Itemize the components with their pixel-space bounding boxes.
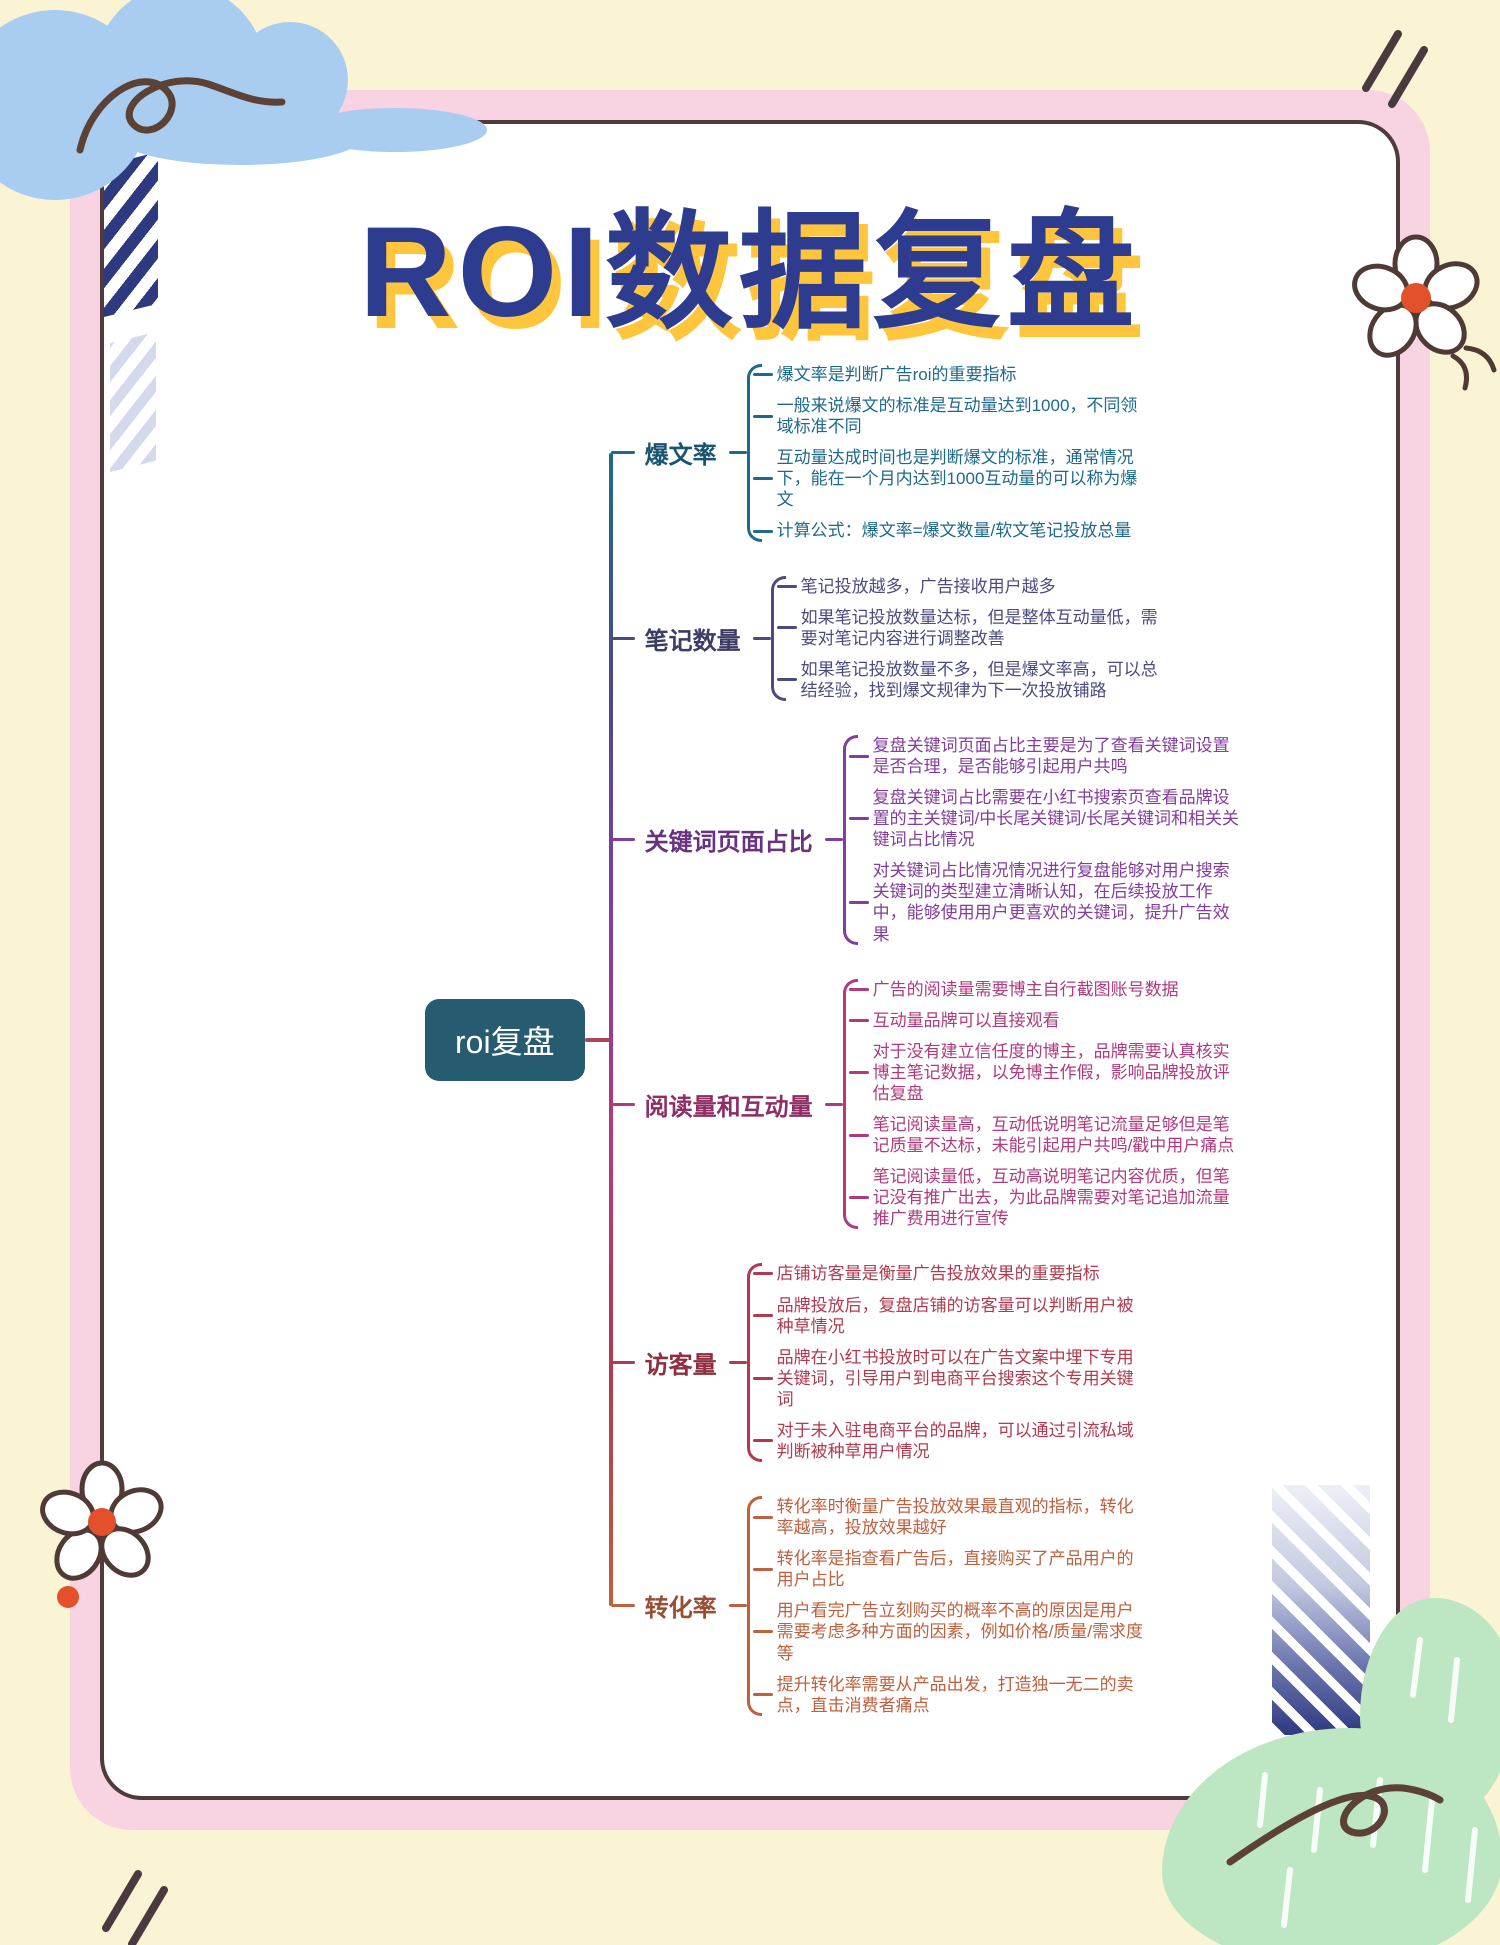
branch-label: 阅读量和互动量	[644, 1093, 813, 1121]
mindmap-item: 对关键词占比情况情况进行复盘能够对用户搜索关键词的类型建立清晰认知，在后续投放工…	[848, 860, 1245, 944]
mindmap-item: 转化率时衡量广告投放效果最直观的指标，转化率越高，投放效果越好	[752, 1496, 1149, 1538]
poster-frame-inner	[100, 120, 1400, 1800]
mindmap-item: 互动量品牌可以直接观看	[848, 1010, 1245, 1031]
diagonal-stripes-gradient-decoration	[1272, 1485, 1370, 1735]
branch-label: 访客量	[644, 1352, 717, 1380]
scribble-icon	[76, 77, 286, 154]
mindmap-branch: 访客量 店铺访客量是衡量广告投放效果的重要指标品牌投放后，复盘店铺的访客量可以判断…	[610, 1257, 1245, 1468]
branch-connector-line	[610, 1102, 635, 1106]
page-title: ROI数据复盘	[359, 201, 1141, 344]
mindmap-item: 用户看完广告立刻购买的概率不高的原因是用户需要考虑多种方面的因素，例如价格/质量…	[752, 1600, 1149, 1663]
flower-icon	[40, 1460, 164, 1608]
mindmap-branch: 转化率 转化率时衡量广告投放效果最直观的指标，转化率越高，投放效果越好转化率是指查…	[610, 1490, 1245, 1722]
branch-items: 笔记投放越多，广告接收用户越多如果笔记投放数量达标，但是整体互动量低，需要对笔记…	[770, 570, 1173, 707]
branch-connector-line	[610, 838, 635, 842]
mindmap-item: 对于未入驻电商平台的品牌，可以通过引流私域判断被种草用户情况	[752, 1420, 1149, 1462]
mindmap-item: 对于没有建立信任度的博主，品牌需要认真核实博主笔记数据，以免博主作假，影响品牌投…	[848, 1041, 1245, 1104]
mindmap-item: 品牌投放后，复盘店铺的访客量可以判断用户被种草情况	[752, 1295, 1149, 1337]
mindmap-branch: 爆文率 爆文率是判断广告roi的重要指标一般来说爆文的标准是互动量达到1000，不…	[610, 358, 1245, 548]
mindmap-item: 一般来说爆文的标准是互动量达到1000，不同领域标准不同	[752, 395, 1149, 437]
mindmap-item: 互动量达成时间也是判断爆文的标准，通常情况下，能在一个月内达到1000互动量的可…	[752, 447, 1149, 510]
diagonal-stripes-light-decoration	[110, 332, 156, 472]
mindmap-item: 笔记投放越多，广告接收用户越多	[776, 576, 1173, 597]
branch-connector-line	[752, 636, 771, 640]
branch-items: 转化率时衡量广告投放效果最直观的指标，转化率越高，投放效果越好转化率是指查看广告…	[746, 1490, 1149, 1722]
branch-label: 关键词页面占比	[644, 829, 813, 857]
branch-connector-line	[610, 636, 635, 640]
mindmap-item: 笔记阅读量高，互动低说明笔记流量足够但是笔记质量不达标，未能引起用户共鸣/戳中用…	[848, 1114, 1245, 1156]
mindmap-item: 品牌在小红书投放时可以在广告文案中埋下专用关键词，引导用户到电商平台搜索这个专用…	[752, 1347, 1149, 1410]
cloud-icon	[0, 0, 487, 200]
branch-items: 广告的阅读量需要博主自行截图账号数据互动量品牌可以直接观看对于没有建立信任度的博…	[842, 973, 1245, 1236]
branch-connector-line	[610, 1604, 635, 1608]
branch-label: 转化率	[644, 1595, 717, 1623]
mindmap-item: 如果笔记投放数量达标，但是整体互动量低，需要对笔记内容进行调整改善	[776, 607, 1173, 649]
branch-items: 爆文率是判断广告roi的重要指标一般来说爆文的标准是互动量达到1000，不同领域…	[746, 358, 1149, 548]
branch-items: 复盘关键词页面占比主要是为了查看关键词设置是否合理，是否能够引起用户共鸣复盘关键…	[842, 729, 1245, 951]
mindmap-item: 提升转化率需要从产品出发，打造独一无二的卖点，直击消费者痛点	[752, 1674, 1149, 1716]
mindmap-branch: 阅读量和互动量 广告的阅读量需要博主自行截图账号数据互动量品牌可以直接观看对于没有…	[610, 973, 1245, 1236]
slash-marks-icon	[1362, 30, 1428, 108]
branch-connector-line	[610, 1361, 635, 1365]
root-connector-line	[584, 1037, 611, 1042]
mindmap: roi复盘 爆文率 爆文率是判断广告roi的重要指标一般来说爆文的标准是互动量达到…	[425, 358, 1245, 1722]
slash-marks-icon	[102, 1870, 168, 1945]
branch-label: 爆文率	[644, 442, 717, 470]
flower-icon	[1352, 234, 1497, 391]
scribble-icon	[1226, 1784, 1444, 1866]
branch-connector-line	[610, 451, 635, 455]
mindmap-item: 如果笔记投放数量不多，但是爆文率高，可以总结经验，找到爆文规律为下一次投放铺路	[776, 659, 1173, 701]
branch-connector-line	[824, 1102, 843, 1106]
branch-connector-line	[728, 451, 747, 455]
branch-connector-line	[728, 1604, 747, 1608]
mindmap-branch: 笔记数量 笔记投放越多，广告接收用户越多如果笔记投放数量达标，但是整体互动量低，需…	[610, 570, 1245, 707]
branch-label: 笔记数量	[644, 627, 741, 655]
mindmap-item: 复盘关键词占比需要在小红书搜索页查看品牌设置的主关键词/中长尾关键词/长尾关键词…	[848, 787, 1245, 850]
mindmap-item: 爆文率是判断广告roi的重要指标	[752, 364, 1149, 385]
branch-connector-line	[728, 1361, 747, 1365]
mindmap-item: 计算公式：爆文率=爆文数量/软文笔记投放总量	[752, 520, 1149, 541]
mindmap-item: 店铺访客量是衡量广告投放效果的重要指标	[752, 1263, 1149, 1284]
mindmap-item: 广告的阅读量需要博主自行截图账号数据	[848, 979, 1245, 1000]
mindmap-item: 转化率是指查看广告后，直接购买了产品用户的用户占比	[752, 1548, 1149, 1590]
mindmap-branch: 关键词页面占比 复盘关键词页面占比主要是为了查看关键词设置是否合理，是否能够引起用…	[610, 729, 1245, 951]
branch-connector-line	[824, 838, 843, 842]
root-node: roi复盘	[425, 998, 585, 1081]
mindmap-spine	[608, 452, 613, 1606]
branch-items: 店铺访客量是衡量广告投放效果的重要指标品牌投放后，复盘店铺的访客量可以判断用户被…	[746, 1257, 1149, 1468]
mindmap-item: 笔记阅读量低，互动高说明笔记内容优质，但笔记没有推广出去，为此品牌需要对笔记追加…	[848, 1166, 1245, 1229]
mindmap-branches: 爆文率 爆文率是判断广告roi的重要指标一般来说爆文的标准是互动量达到1000，不…	[608, 358, 1245, 1722]
poster-frame	[70, 90, 1430, 1830]
mindmap-item: 复盘关键词页面占比主要是为了查看关键词设置是否合理，是否能够引起用户共鸣	[848, 735, 1245, 777]
